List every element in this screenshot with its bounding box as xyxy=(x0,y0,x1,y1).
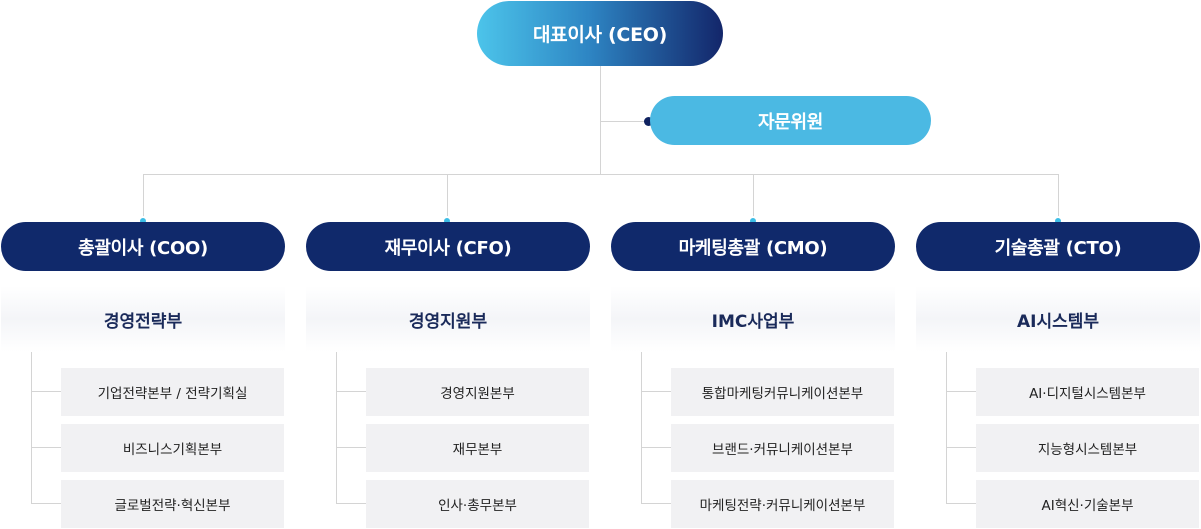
unit-label: 기업전략본부 / 전략기획실 xyxy=(97,386,248,402)
exec-label: 총괄이사 (COO) xyxy=(78,237,208,259)
unit-label: 마케팅전략·커뮤니케이션본부 xyxy=(699,498,866,514)
advisor-node: 자문위원 xyxy=(650,96,931,145)
unit-label: AI·디지털시스템본부 xyxy=(1029,386,1146,402)
exec-drop-line xyxy=(143,174,144,222)
unit-label: 경영지원본부 xyxy=(440,386,515,402)
unit-box: 글로벌전략·혁신본부 xyxy=(61,480,284,528)
ceo-trunk-line xyxy=(600,66,601,174)
exec-label: 재무이사 (CFO) xyxy=(384,237,512,259)
unit-branch-line xyxy=(946,503,976,504)
ceo-label: 대표이사 (CEO) xyxy=(533,24,667,46)
exec-node-cto: 기술총괄 (CTO) xyxy=(916,222,1200,271)
unit-box: AI혁신·기술본부 xyxy=(976,480,1199,528)
dept-label: 경영전략부 xyxy=(103,311,183,332)
unit-branch-line xyxy=(31,391,61,392)
unit-box: 재무본부 xyxy=(366,424,589,472)
unit-label: 인사·총무본부 xyxy=(438,498,517,514)
unit-branch-line xyxy=(946,447,976,448)
unit-vertical-line xyxy=(946,352,947,504)
advisor-branch-line xyxy=(600,121,650,122)
unit-box: 기업전략본부 / 전략기획실 xyxy=(61,368,284,416)
dept-node: 경영지원부 xyxy=(306,286,590,352)
unit-label: 브랜드·커뮤니케이션본부 xyxy=(712,442,853,458)
unit-label: 재무본부 xyxy=(452,442,503,458)
unit-branch-line xyxy=(336,391,366,392)
ceo-node: 대표이사 (CEO) xyxy=(477,1,723,66)
exec-node-coo: 총괄이사 (COO) xyxy=(1,222,285,271)
unit-branch-line xyxy=(336,503,366,504)
unit-box: 경영지원본부 xyxy=(366,368,589,416)
dept-node: IMC사업부 xyxy=(611,286,895,352)
unit-box: 지능형시스템본부 xyxy=(976,424,1199,472)
exec-node-cfo: 재무이사 (CFO) xyxy=(306,222,590,271)
unit-box: 인사·총무본부 xyxy=(366,480,589,528)
exec-label: 기술총괄 (CTO) xyxy=(994,237,1122,259)
unit-label: 통합마케팅커뮤니케이션본부 xyxy=(701,386,864,402)
unit-branch-line xyxy=(946,391,976,392)
dept-node: 경영전략부 xyxy=(1,286,285,352)
unit-branch-line xyxy=(641,447,671,448)
unit-vertical-line xyxy=(641,352,642,504)
unit-branch-line xyxy=(31,447,61,448)
unit-box: AI·디지털시스템본부 xyxy=(976,368,1199,416)
unit-box: 브랜드·커뮤니케이션본부 xyxy=(671,424,894,472)
exec-drop-line xyxy=(447,174,448,222)
unit-label: 비즈니스기획본부 xyxy=(122,442,223,458)
dept-label: AI시스템부 xyxy=(1016,311,1100,332)
unit-branch-line xyxy=(641,391,671,392)
unit-label: AI혁신·기술본부 xyxy=(1041,498,1134,514)
advisor-label: 자문위원 xyxy=(757,111,824,133)
unit-branch-line xyxy=(336,447,366,448)
exec-label: 마케팅총괄 (CMO) xyxy=(678,237,828,259)
advisor-connector-dot xyxy=(644,117,653,126)
unit-label: 글로벌전략·혁신본부 xyxy=(114,498,231,514)
exec-horizontal-line xyxy=(143,174,1059,175)
unit-label: 지능형시스템본부 xyxy=(1037,442,1138,458)
exec-drop-line xyxy=(1058,174,1059,222)
unit-branch-line xyxy=(31,503,61,504)
dept-label: 경영지원부 xyxy=(408,311,488,332)
dept-label: IMC사업부 xyxy=(711,311,795,332)
exec-drop-line xyxy=(753,174,754,222)
unit-vertical-line xyxy=(336,352,337,504)
unit-vertical-line xyxy=(31,352,32,504)
unit-box: 마케팅전략·커뮤니케이션본부 xyxy=(671,480,894,528)
unit-branch-line xyxy=(641,503,671,504)
dept-node: AI시스템부 xyxy=(916,286,1200,352)
exec-node-cmo: 마케팅총괄 (CMO) xyxy=(611,222,895,271)
unit-box: 비즈니스기획본부 xyxy=(61,424,284,472)
unit-box: 통합마케팅커뮤니케이션본부 xyxy=(671,368,894,416)
